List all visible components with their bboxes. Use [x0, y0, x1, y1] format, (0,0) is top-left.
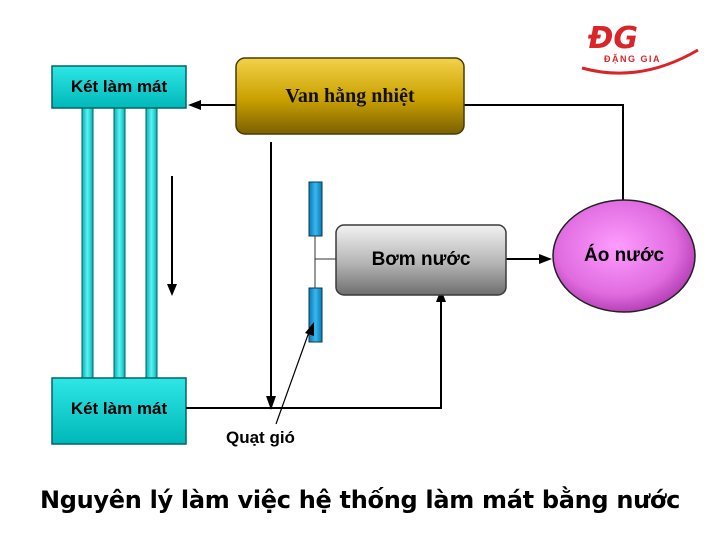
logo-text: ĐẶNG GIA: [604, 54, 661, 64]
radiator-bottom-label: Két làm mát: [70, 399, 168, 418]
flow-jacket-to-thermostat: [464, 104, 624, 200]
logo-mark: ĐG: [587, 21, 638, 56]
fan-blade-top: [308, 181, 323, 237]
radiator-top-label: Két làm mát: [70, 77, 168, 96]
flow-bypass-arrowhead: [266, 396, 276, 410]
pump-box: [335, 224, 507, 296]
radiator-tube: [81, 107, 94, 381]
flow-radiator-to-pump: [186, 300, 442, 409]
radiator-tube: [145, 107, 158, 381]
radiator-bottom-tank: [51, 377, 187, 445]
thermostat-label: Van hằng nhiệt: [285, 85, 415, 107]
logo: ĐG: [581, 21, 699, 75]
radiator-tube: [113, 107, 126, 381]
water-jacket-ellipse: [552, 199, 696, 313]
radiator-top-tank: [51, 65, 187, 109]
thermostat-box: [235, 57, 465, 135]
diagram-caption: Nguyên lý làm việc hệ thống làm mát bằng…: [39, 486, 681, 514]
pump-label: Bơm nước: [371, 249, 471, 270]
flow-thermostat-to-radiator-arrowhead: [188, 100, 201, 110]
water-jacket-label: Áo nước: [583, 245, 665, 266]
flow-pump-to-jacket-arrowhead: [539, 254, 552, 264]
fan-label: Quạt gió: [226, 428, 295, 447]
fan-leader-line: [275, 331, 310, 425]
fan-leader-arrowhead: [305, 322, 314, 336]
flow-down-arrowhead: [167, 284, 177, 296]
